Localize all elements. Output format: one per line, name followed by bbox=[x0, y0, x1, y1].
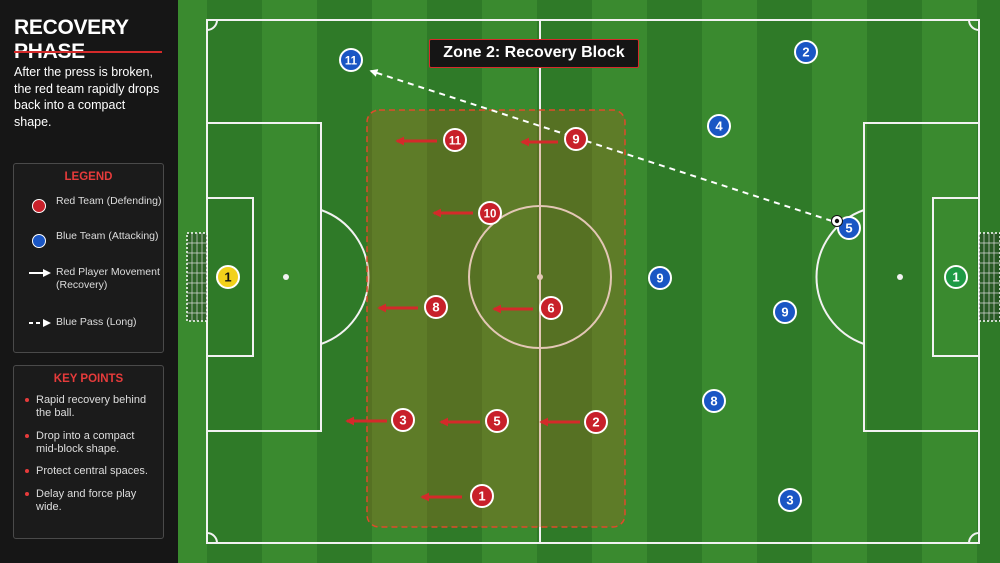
title-underline bbox=[14, 51, 162, 53]
recovery-block-zone bbox=[366, 109, 626, 528]
key-points-list: Rapid recovery behind the ball. Drop int… bbox=[22, 394, 157, 523]
player-number: 3 bbox=[786, 493, 793, 508]
long-pass-arrow bbox=[369, 69, 833, 222]
player-number: 4 bbox=[715, 119, 723, 134]
panel-title: RECOVERY PHASE bbox=[14, 16, 129, 63]
solid-arrow-icon bbox=[29, 266, 52, 288]
legend-label: Red Player Movement (Recovery) bbox=[56, 266, 160, 291]
legend-item-red-team: Red Team (Defending) bbox=[30, 195, 161, 225]
legend-label: Red Team (Defending) bbox=[56, 195, 162, 207]
key-point: Rapid recovery behind the ball. bbox=[22, 394, 157, 420]
blue-player: 4 bbox=[707, 114, 731, 138]
key-point: Protect central spaces. bbox=[22, 465, 157, 478]
blue-player: 11 bbox=[339, 48, 363, 72]
player-number: 9 bbox=[781, 305, 788, 320]
player-number: 3 bbox=[399, 413, 406, 428]
player-number: 9 bbox=[572, 132, 579, 147]
player-number: 6 bbox=[547, 301, 554, 316]
key-points-box: KEY POINTS Rapid recovery behind the bal… bbox=[13, 365, 164, 539]
dashed-arrow-icon bbox=[29, 316, 52, 338]
left-goal bbox=[186, 232, 208, 322]
blue-player: 8 bbox=[702, 389, 726, 413]
player-number: 11 bbox=[449, 136, 462, 148]
red-player: 5 bbox=[485, 409, 509, 433]
red-player: 11 bbox=[443, 128, 467, 152]
player-number: 1 bbox=[224, 270, 231, 285]
legend-label: Blue Team (Attacking) bbox=[56, 230, 159, 242]
red-player: 6 bbox=[539, 296, 563, 320]
player-number: 5 bbox=[845, 221, 852, 236]
red-player: 9 bbox=[564, 127, 588, 151]
legend-item-blue-team: Blue Team (Attacking) bbox=[30, 230, 160, 260]
legend-box: LEGEND Red Team (Defending) Blue Team (A… bbox=[13, 163, 164, 353]
red-player: 8 bbox=[424, 295, 448, 319]
red-player: 2 bbox=[584, 410, 608, 434]
soccer-ball-icon bbox=[831, 215, 843, 227]
player-number: 11 bbox=[345, 56, 358, 68]
blue-player: 9 bbox=[648, 266, 672, 290]
right-goal bbox=[978, 232, 1000, 322]
pitch-spots bbox=[283, 274, 903, 280]
red-player: 1 bbox=[470, 484, 494, 508]
phase-description: After the press is broken, the red team … bbox=[14, 65, 160, 129]
red-player: 3 bbox=[391, 408, 415, 432]
red-player: 10 bbox=[478, 201, 502, 225]
blue-player: 2 bbox=[794, 40, 818, 64]
blue-player: 9 bbox=[773, 300, 797, 324]
player-number: 1 bbox=[478, 489, 485, 504]
legend-item-blue-pass: Blue Pass (Long) bbox=[29, 316, 160, 346]
blue-player: 5 bbox=[837, 216, 861, 240]
red-goalkeeper: 1 bbox=[216, 265, 240, 289]
player-number: 1 bbox=[952, 270, 959, 285]
player-number: 9 bbox=[656, 271, 663, 286]
key-points-title: KEY POINTS bbox=[53, 373, 124, 385]
player-number: 10 bbox=[484, 209, 497, 221]
player-number: 8 bbox=[432, 300, 439, 315]
red-dot-icon bbox=[30, 195, 52, 217]
red-movement-arrows bbox=[345, 136, 580, 502]
player-number: 8 bbox=[710, 394, 717, 409]
blue-goalkeeper: 1 bbox=[944, 265, 968, 289]
player-number: 2 bbox=[592, 415, 599, 430]
player-number: 5 bbox=[493, 414, 500, 429]
sidebar: RECOVERY PHASE After the press is broken… bbox=[0, 0, 178, 563]
legend-label: Blue Pass (Long) bbox=[56, 316, 137, 328]
legend-title: LEGEND bbox=[64, 171, 113, 183]
zone-label: Zone 2: Recovery Block bbox=[429, 39, 639, 68]
blue-player: 3 bbox=[778, 488, 802, 512]
key-point: Drop into a compact mid-block shape. bbox=[22, 430, 157, 456]
blue-dot-icon bbox=[30, 230, 52, 252]
key-point: Delay and force play wide. bbox=[22, 488, 157, 514]
player-number: 2 bbox=[802, 45, 809, 60]
legend-item-red-movement: Red Player Movement (Recovery) bbox=[29, 266, 160, 308]
